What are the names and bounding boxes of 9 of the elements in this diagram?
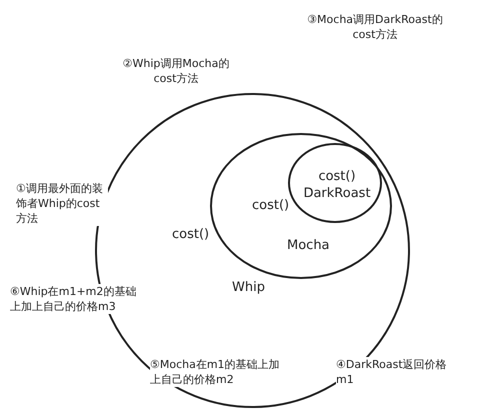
node-text: cost(): [317, 169, 357, 185]
circle-node: [210, 133, 392, 279]
node-text: cost(): [252, 198, 290, 214]
node-text: Whip: [232, 280, 265, 296]
node-text: DarkRoast: [302, 186, 372, 202]
node-text: cost(): [172, 227, 210, 243]
circle-node: [288, 143, 382, 223]
node-text: Mocha: [287, 238, 330, 254]
annotation-text: ①调用最外面的装饰者Whip的cost方法: [16, 181, 108, 226]
